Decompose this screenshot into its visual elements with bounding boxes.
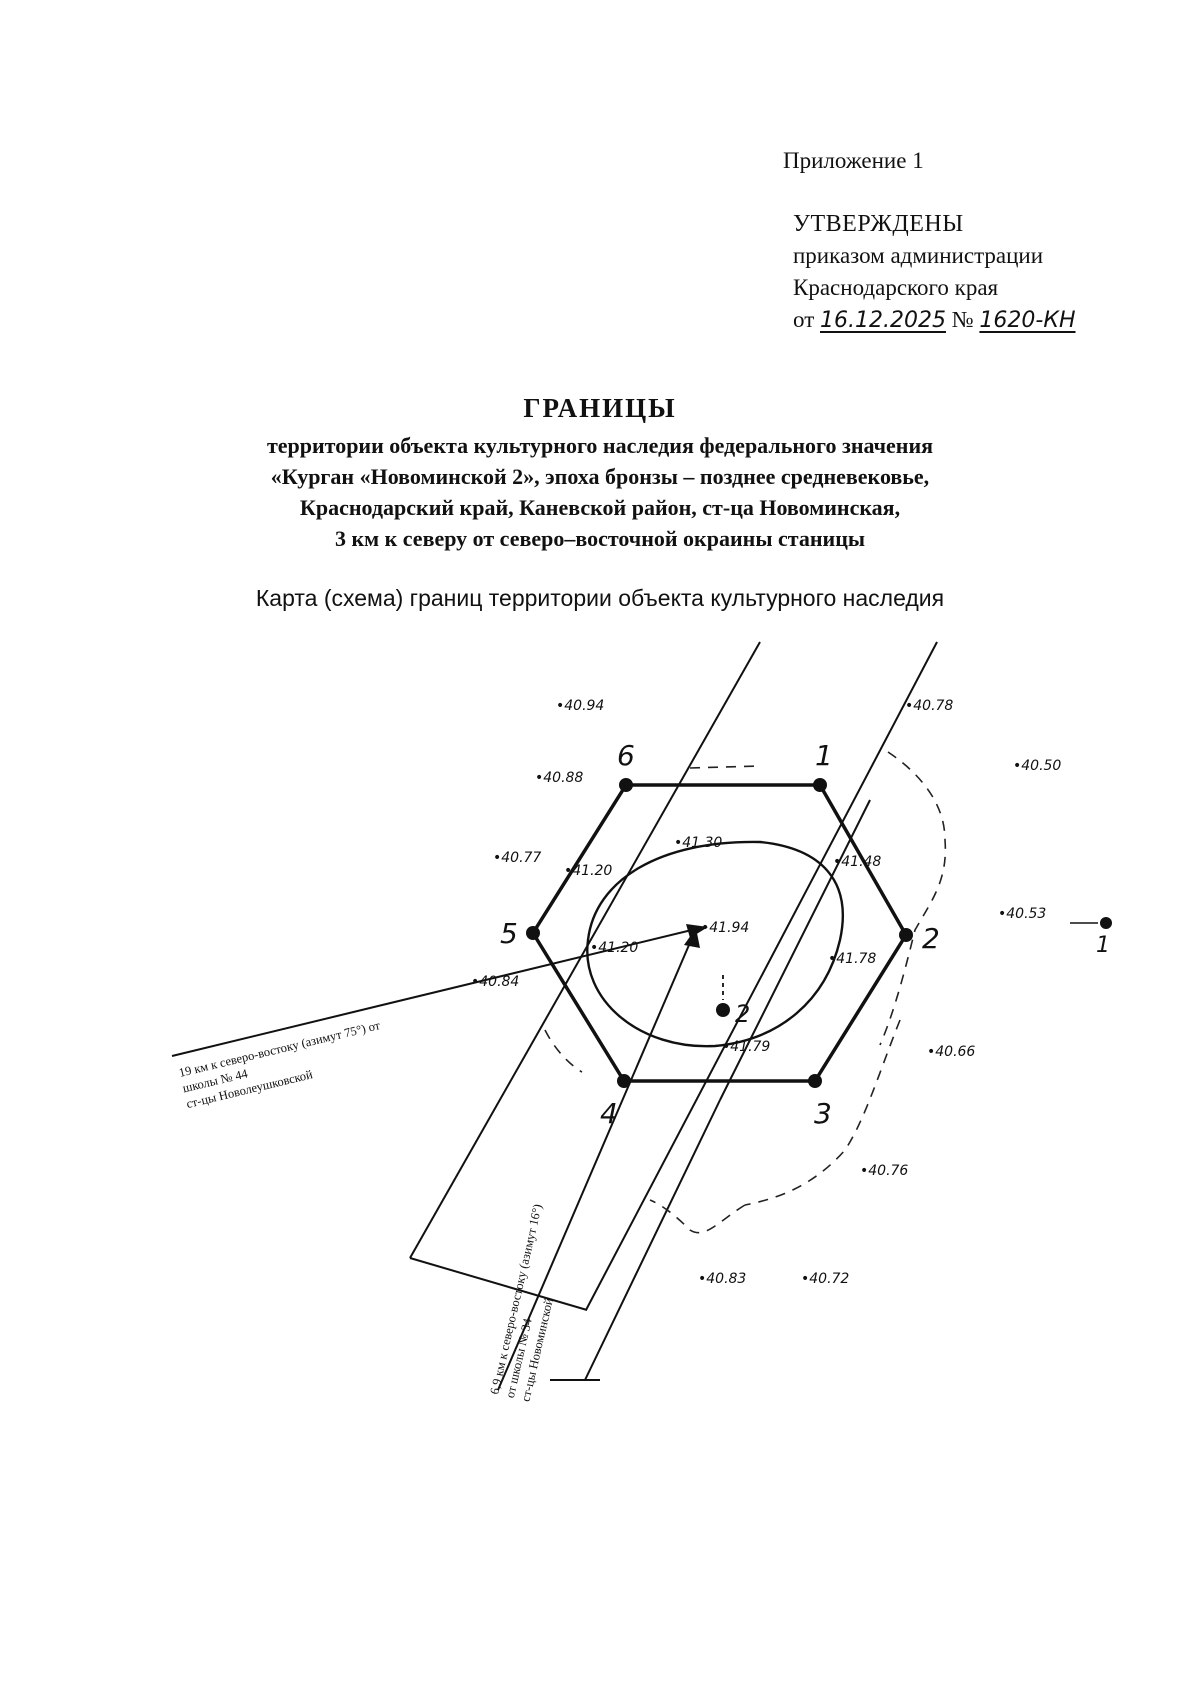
boundary-point [617,1074,631,1088]
terrain-contour [544,751,947,1234]
elevation-mark: •40.50 [1013,758,1061,774]
elevation-mark: •40.66 [927,1044,975,1060]
title-line-2: «Курган «Новоминской 2», эпоха бронзы – … [270,464,930,489]
marker-2-label: 2 [735,1000,750,1028]
elevation-mark: •40.84 [471,974,519,990]
title-line-4: 3 км к северу от северо–восточной окраин… [334,526,866,551]
order-number: 1620-КН [979,308,1076,333]
road-line [585,641,938,1311]
point-label-4: 4 [600,1097,618,1130]
approved-heading: УТВЕРЖДЕНЫ [793,211,964,237]
elevation-mark: •41.20 [564,863,612,879]
elevation-mark: •40.53 [998,906,1046,922]
elevation-mark: •40.88 [535,770,583,786]
date-prefix: от [793,307,815,332]
point-label-3: 3 [814,1097,832,1130]
title-line-1: территории объекта культурного наследия … [266,433,934,458]
elevation-mark: •41.30 [674,835,722,851]
elevation-mark: •40.94 [556,698,604,714]
reference-note-west: 19 км к северо-востоку (азимут 75°) от ш… [177,1018,381,1111]
reference-line-west [171,927,701,1057]
appendix-label: Приложение 1 [783,148,924,173]
boundary-point [619,778,633,792]
road-line [719,799,871,1101]
order-line: приказом администрации [793,243,1044,268]
boundary-point [526,926,540,940]
map-subtitle: Карта (схема) границ территории объекта … [255,585,945,611]
region-line: Краснодарского края [793,275,999,300]
boundary-point [813,778,827,792]
order-date: 16.12.2025 [820,308,946,333]
elevation-mark: •40.76 [860,1163,908,1179]
elevation-mark: •41.20 [590,940,638,956]
reference-west-line-1: 19 км к северо-востоку (азимут 75°) от [177,1018,381,1080]
arrowhead-icon [684,928,700,948]
road-line [409,1257,588,1311]
boundary-point [808,1074,822,1088]
reference-line-south [497,937,693,1391]
point-label-6: 6 [617,739,635,772]
elevation-mark: •41.78 [828,951,876,967]
point-label-5: 5 [500,917,518,950]
boundary-point [899,928,913,942]
road-line [409,641,761,1259]
elevation-mark: •40.83 [698,1271,746,1287]
marker-point [1100,917,1112,929]
title-main: ГРАНИЦЫ [523,393,677,423]
title-line-3: Краснодарский край, Каневской район, ст-… [299,495,901,520]
elevation-mark: •41.94 [701,920,749,936]
point-label-2: 2 [922,922,940,955]
elevation-mark: •40.72 [801,1271,849,1287]
approval-stamp: УТВЕРЖДЕНЫ приказом администрации Красно… [793,208,1076,337]
road-line [584,1099,721,1381]
elevation-mark: •40.77 [493,850,541,866]
marker-point [716,1003,730,1017]
date-number-line: от 16.12.2025 № 1620-КН [793,304,1076,337]
number-sign: № [951,307,974,332]
point-label-1: 1 [815,739,833,772]
kurgan-outline [586,840,845,1048]
document-title: ГРАНИЦЫ территории объекта культурного н… [100,393,1100,554]
marker-1-label: 1 [1096,933,1110,958]
elevation-mark: •40.78 [905,698,953,714]
elevation-mark: •41.48 [833,854,881,870]
elevation-mark: •41.79 [722,1039,770,1055]
